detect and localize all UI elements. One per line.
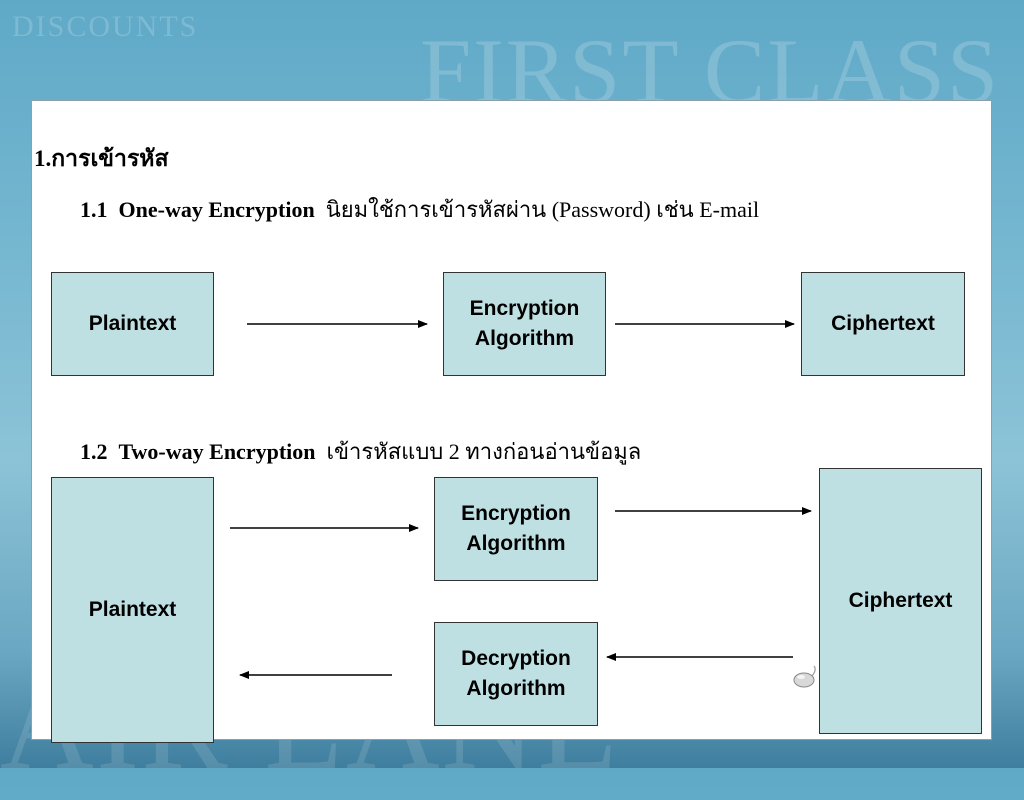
section1-term: One-way Encryption [118, 197, 315, 222]
section2-number: 1.2 [80, 439, 108, 464]
two-way-ciphertext-label: Ciphertext [848, 589, 953, 612]
two-way-encryption-algorithm-box: Encryption Algorithm [434, 477, 598, 581]
one-way-plaintext-box: Plaintext [51, 272, 214, 376]
one-way-ciphertext-label: Ciphertext [831, 312, 935, 335]
one-way-encryption-algorithm-box: Encryption Algorithm [443, 272, 606, 376]
diagram-arrows [230, 320, 812, 679]
mouse-icon [793, 665, 816, 688]
section2-term: Two-way Encryption [118, 439, 316, 464]
two-way-decryption-algorithm-box: Decryption Algorithm [434, 622, 598, 726]
section2-title: 1.2 Two-way Encryption เข้ารหัสแบบ 2 ทาง… [80, 434, 641, 469]
two-way-encryption-label-line1: Encryption [461, 502, 571, 525]
section1-title: 1.1 One-way Encryption นิยมใช้การเข้ารหั… [80, 192, 759, 227]
section2-description: เข้ารหัสแบบ 2 ทางก่อนอ่านข้อมูล [326, 439, 642, 464]
two-way-encryption-label-line2: Algorithm [466, 532, 566, 555]
two-way-decryption-label-line2: Algorithm [466, 677, 566, 700]
one-way-ciphertext-box: Ciphertext [801, 272, 965, 376]
two-way-ciphertext-box: Ciphertext [819, 468, 982, 734]
one-way-plaintext-label: Plaintext [88, 312, 177, 335]
two-way-decryption-label-line1: Decryption [461, 647, 571, 670]
two-way-plaintext-label: Plaintext [88, 598, 177, 621]
two-way-plaintext-box: Plaintext [51, 477, 214, 743]
section1-number: 1.1 [80, 197, 108, 222]
one-way-encryption-label-line2: Algorithm [474, 327, 575, 350]
background-text-discounts: DISCOUNTS [12, 10, 199, 43]
section1-description: นิยมใช้การเข้ารหัสผ่าน (Password) เช่น E… [325, 197, 760, 222]
slide-heading: 1.การเข้ารหัส [34, 146, 169, 171]
one-way-encryption-label-line1: Encryption [469, 297, 580, 320]
